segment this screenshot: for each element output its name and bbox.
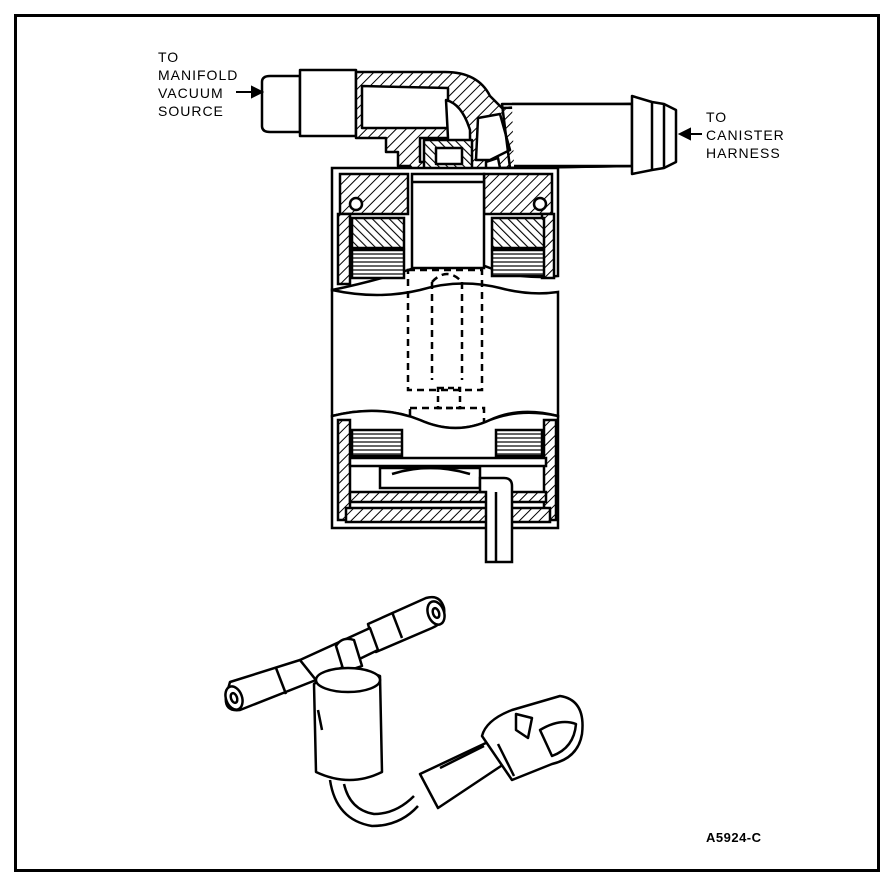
tee-fitting-cutaway: [260, 68, 678, 180]
arrow-right-icon: [677, 127, 691, 141]
label-canister: TO CANISTER HARNESS: [706, 108, 785, 162]
label-line: SOURCE: [158, 103, 224, 119]
assembly-perspective: [224, 595, 584, 828]
figure-frame: [14, 14, 880, 872]
label-line: TO: [158, 49, 180, 65]
arrow-left-icon: [251, 85, 265, 99]
label-line: CANISTER: [706, 127, 785, 143]
label-line: HARNESS: [706, 145, 781, 161]
label-manifold: TO MANIFOLD VACUUM SOURCE: [158, 48, 238, 120]
label-line: MANIFOLD: [158, 67, 239, 83]
solenoid-body: [330, 166, 560, 564]
label-line: VACUUM: [158, 85, 224, 101]
arrows: [236, 85, 702, 141]
figure-number: A5924-C: [706, 830, 762, 845]
label-line: TO: [706, 109, 728, 125]
